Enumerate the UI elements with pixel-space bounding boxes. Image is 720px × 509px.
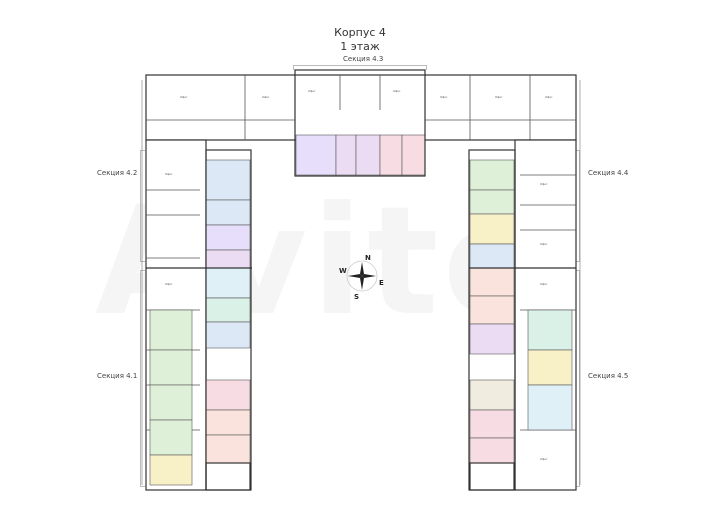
section-label-4-4: Секция 4.4	[588, 169, 629, 177]
section-bracket-4-3	[293, 65, 427, 70]
section-4-3-apartments	[295, 134, 426, 176]
section-label-4-2: Секция 4.2	[97, 169, 138, 177]
building-title: Корпус 4	[334, 26, 386, 39]
section-4-4-apartments	[469, 159, 515, 269]
section-label-4-5: Секция 4.5	[588, 372, 629, 380]
compass: N W E S	[339, 254, 384, 301]
floor-title: 1 этаж	[340, 40, 380, 53]
svg-text:Офис: Офис	[308, 89, 316, 93]
svg-text:Офис: Офис	[180, 95, 188, 99]
section-bracket-4-5	[575, 270, 580, 487]
svg-text:Офис: Офис	[393, 89, 401, 93]
svg-text:Офис: Офис	[540, 282, 548, 286]
compass-e: E	[379, 279, 384, 287]
svg-text:Офис: Офис	[165, 172, 173, 176]
svg-text:Офис: Офис	[165, 282, 173, 286]
compass-s: S	[354, 293, 359, 301]
svg-text:Офис: Офис	[545, 95, 553, 99]
section-label-4-3: Секция 4.3	[343, 55, 384, 63]
section-label-4-1: Секция 4.1	[97, 372, 138, 380]
section-bracket-4-1	[140, 270, 145, 487]
compass-n: N	[365, 254, 371, 262]
svg-text:Офис: Офис	[440, 95, 448, 99]
section-bracket-4-4	[575, 150, 580, 262]
section-4-2-apartments	[205, 159, 251, 269]
section-4-1-apartments	[149, 267, 251, 486]
svg-text:Офис: Офис	[540, 242, 548, 246]
compass-w: W	[339, 267, 347, 275]
svg-text:Офис: Офис	[495, 95, 503, 99]
svg-text:Офис: Офис	[262, 95, 270, 99]
svg-text:Офис: Офис	[540, 182, 548, 186]
svg-text:Офис: Офис	[540, 457, 548, 461]
section-bracket-4-2	[140, 150, 145, 262]
section-4-5-apartments	[469, 267, 573, 464]
top-wing	[145, 74, 577, 141]
